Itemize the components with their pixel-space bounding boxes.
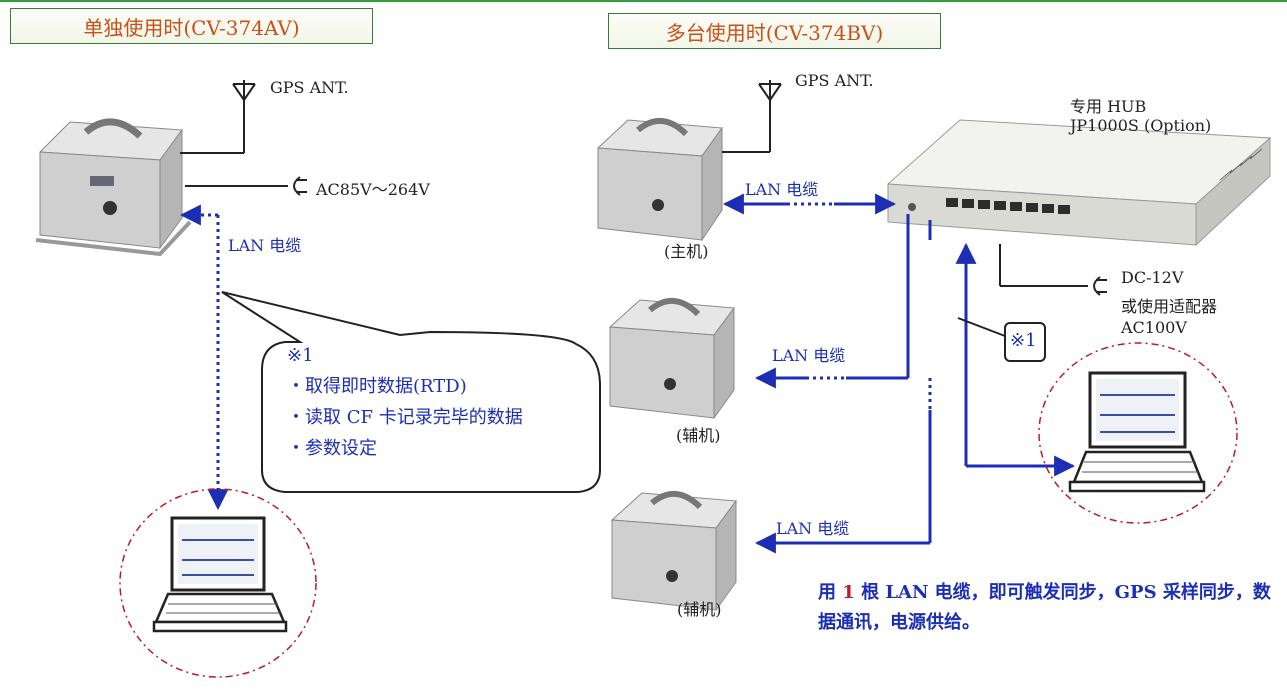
lan-label-main: LAN 电缆 xyxy=(745,180,819,199)
gps-antenna-icon xyxy=(180,80,256,154)
dc-label-line3: AC100V xyxy=(1121,318,1187,337)
note-ref-label: ※1 xyxy=(1010,330,1037,351)
sub-logger-unit-1 xyxy=(608,298,735,420)
top-accent-line xyxy=(0,0,1287,2)
single-logger-unit xyxy=(35,118,192,257)
callout-ref: ※1 xyxy=(287,345,314,366)
lan-label-sub1: LAN 电缆 xyxy=(772,346,846,365)
dc-power-plug-icon xyxy=(999,244,1107,296)
sync-description: 用 1 根 LAN 电缆，即可触发同步，GPS 采样同步，数据通讯，电源供给。 xyxy=(818,578,1287,638)
sync-text-number: 1 xyxy=(842,582,855,603)
sub-unit-label-1: (辅机) xyxy=(676,426,721,445)
gps-antenna-icon-right xyxy=(722,80,782,153)
lan-cable-left xyxy=(179,204,229,511)
title-multi-use: 多台使用时(CV-374BV) xyxy=(608,13,941,49)
lan-label-sub2: LAN 电缆 xyxy=(776,519,850,538)
callout-item-3: ・参数设定 xyxy=(287,438,377,459)
sync-text-part2: 根 LAN 电缆，即可触发同步，GPS 采样同步，数据通讯，电源供给。 xyxy=(818,582,1271,633)
gps-ant-label-left: GPS ANT. xyxy=(270,78,349,97)
hub-label-line1: 专用 HUB xyxy=(1070,97,1147,116)
main-unit-label: (主机) xyxy=(664,242,709,261)
callout-text: ※1 ・取得即时数据(RTD) ・读取 CF 卡记录完毕的数据 ・参数设定 xyxy=(287,340,523,464)
note-pointer xyxy=(957,317,1046,362)
gps-ant-label-right: GPS ANT. xyxy=(795,71,874,90)
hub-label-line2: JP1000S (Option) xyxy=(1070,116,1212,135)
lan-cables-right xyxy=(722,193,1076,554)
ac-power-plug-icon xyxy=(185,176,307,196)
sync-text-part1: 用 xyxy=(818,582,843,603)
lan-label-left: LAN 电缆 xyxy=(228,236,302,255)
main-logger-unit xyxy=(596,118,723,242)
laptop-right xyxy=(1038,342,1238,524)
sub-unit-label-2: (辅机) xyxy=(677,600,722,619)
dc-label-line1: DC-12V xyxy=(1121,268,1184,287)
ac-power-label: AC85V～264V xyxy=(316,180,430,199)
laptop-left xyxy=(119,488,317,678)
callout-item-1: ・取得即时数据(RTD) xyxy=(287,376,467,397)
sub-logger-unit-2 xyxy=(610,491,737,612)
network-hub xyxy=(886,119,1272,247)
title-single-use: 单独使用时(CV-374AV) xyxy=(10,8,373,44)
dc-label-line2: 或使用适配器 xyxy=(1121,297,1218,316)
speech-callout xyxy=(221,291,601,493)
callout-item-2: ・读取 CF 卡记录完毕的数据 xyxy=(287,407,523,428)
